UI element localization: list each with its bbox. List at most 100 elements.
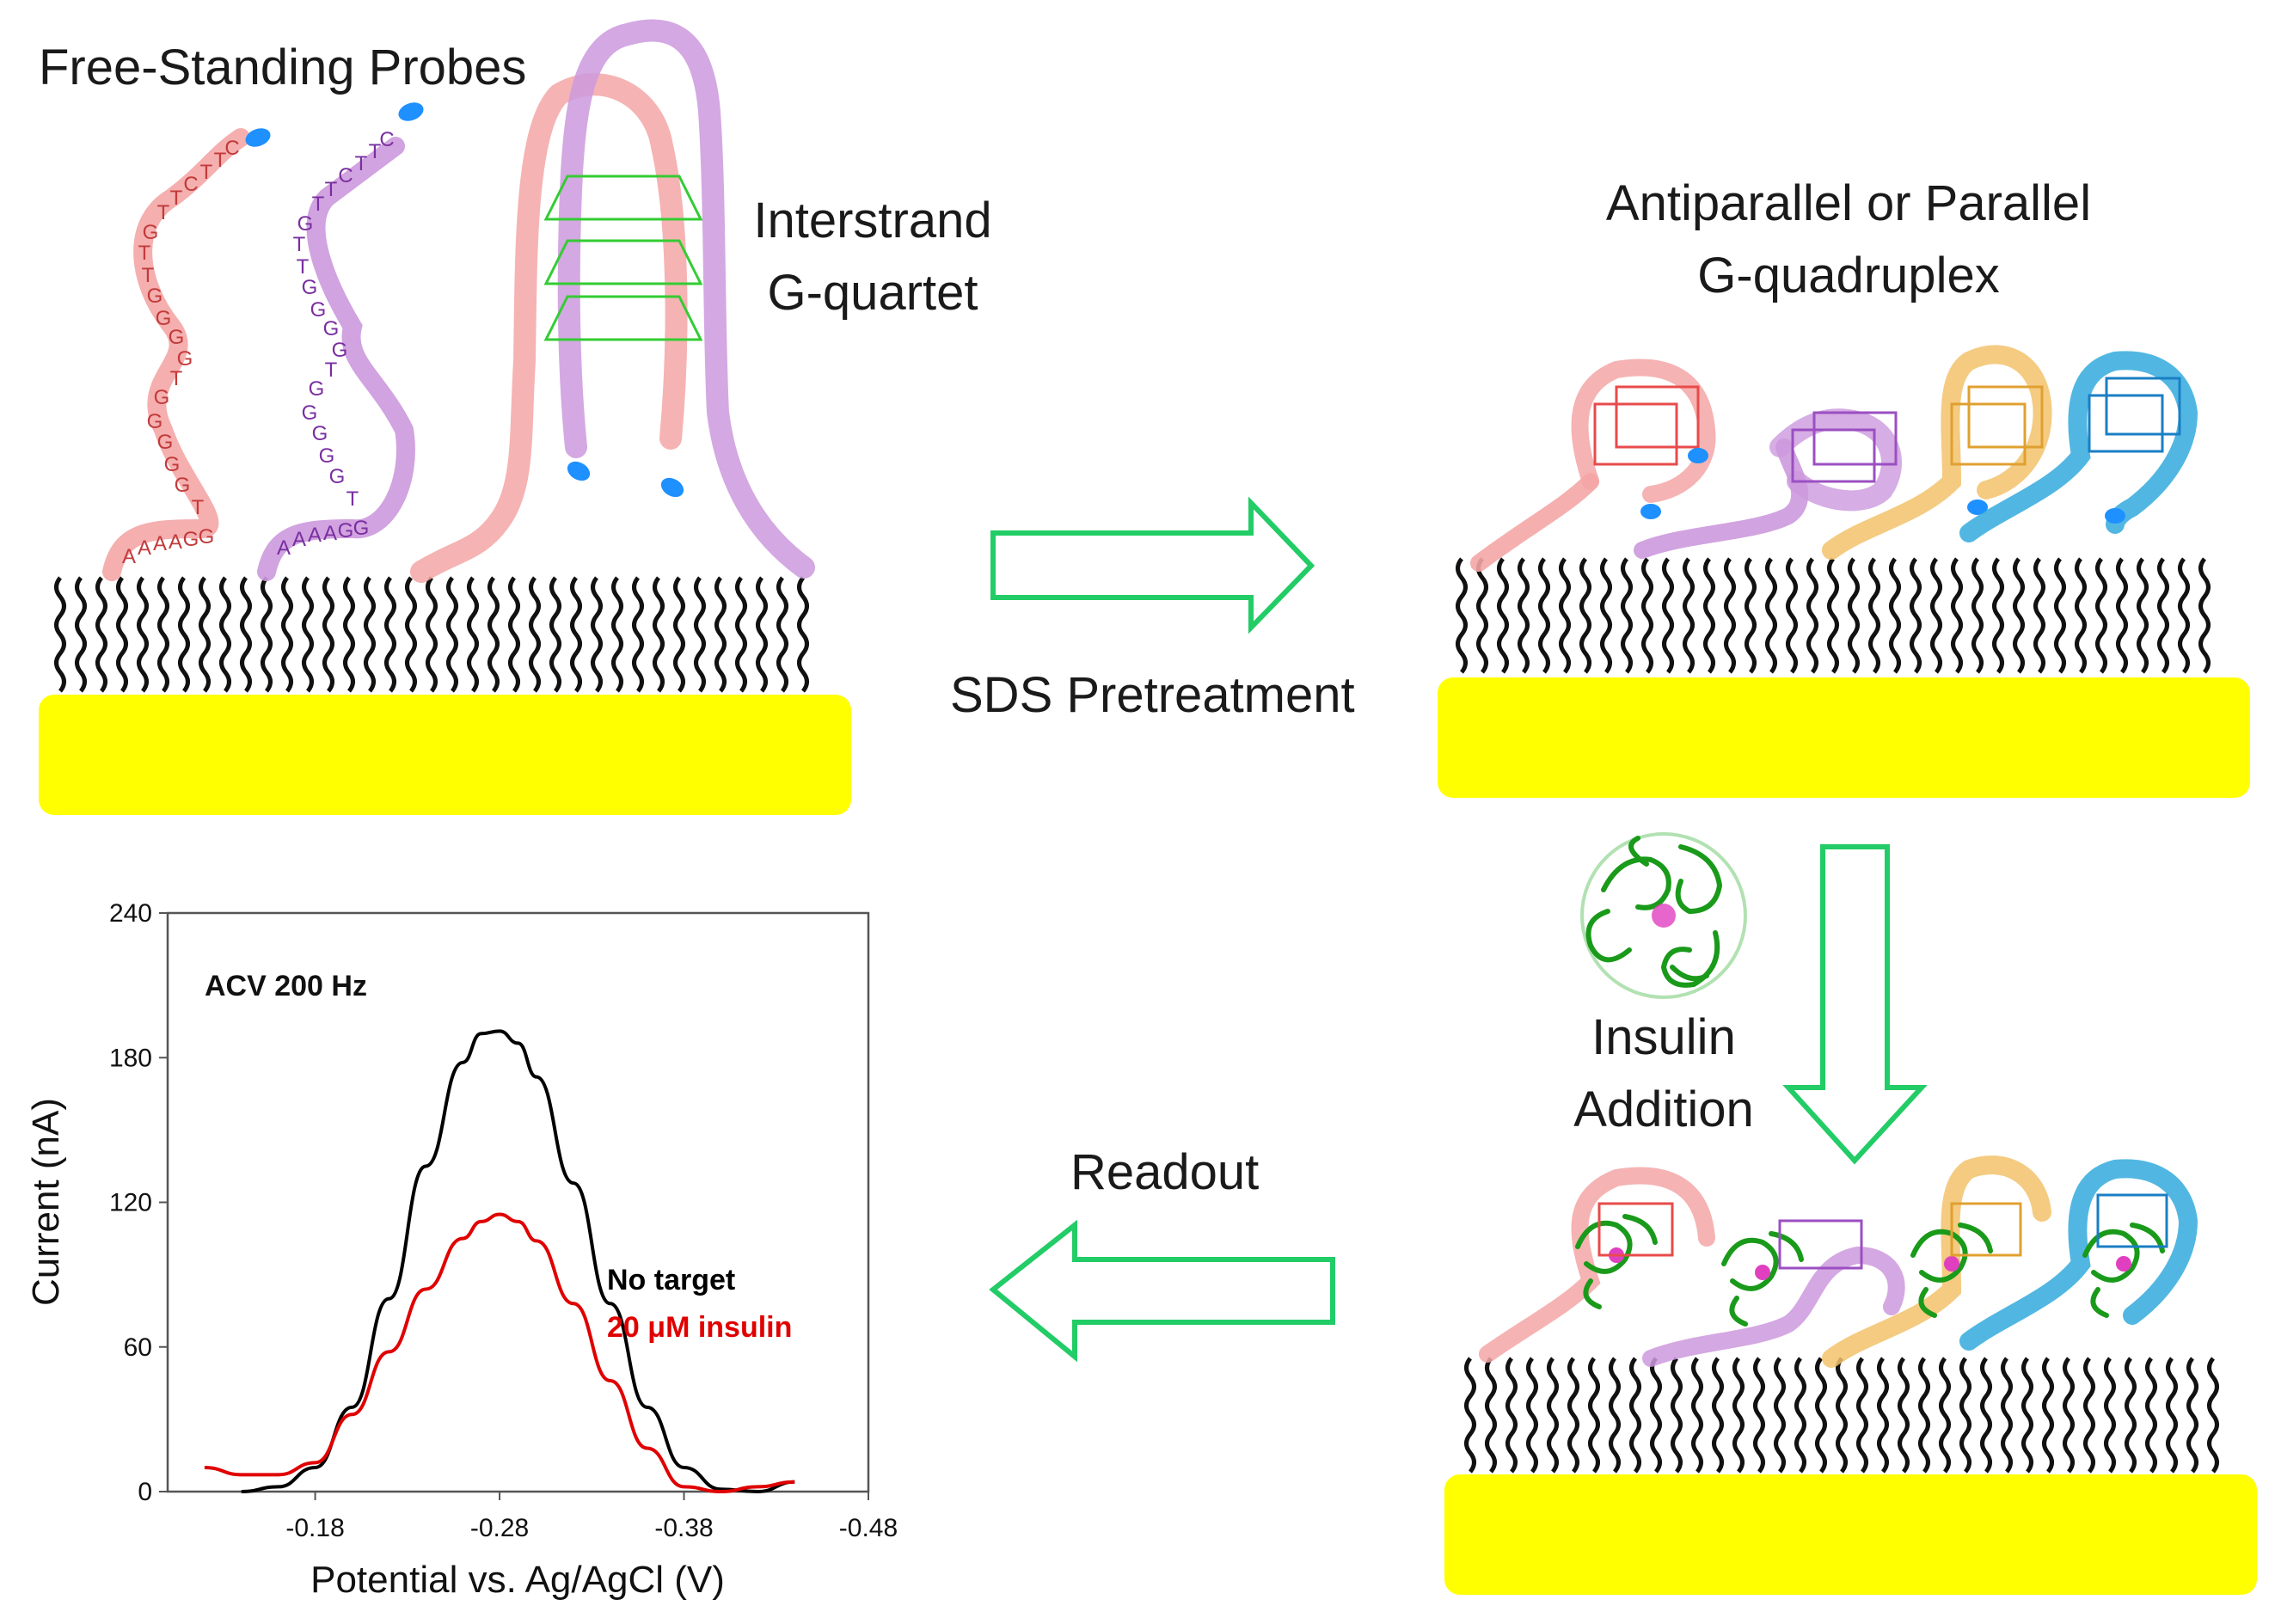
alkanethiol-chain	[1850, 559, 1858, 672]
y-tick-label: 60	[124, 1333, 152, 1362]
quadruplex-label: Antiparallel or Parallel G-quadruplex	[1548, 168, 2149, 312]
sequence-base: G	[157, 431, 174, 454]
alkanethiol-chain	[2148, 1358, 2155, 1472]
sequence-base: T	[200, 161, 213, 184]
sequence-base: G	[147, 285, 163, 308]
insulin-addition-label: Insulin Addition	[1548, 1002, 1780, 1146]
purple-quadruplex-strand	[1642, 1246, 1905, 1367]
alkanethiol-chain	[1591, 1358, 1598, 1472]
purple-quadruplex-cube	[1791, 411, 1898, 483]
alkanethiol-chain	[2065, 1358, 2073, 1472]
pink-quadruplex-strand	[1479, 1167, 1715, 1363]
alkanethiol-chain	[1818, 1358, 1825, 1472]
chart-title: ACV 200 Hz	[205, 970, 367, 1002]
sequence-base: G	[164, 453, 181, 476]
alkanethiol-chain	[1570, 1358, 1578, 1472]
pink-hairpin-strand	[410, 73, 688, 583]
alkanethiol-chain	[263, 578, 271, 691]
x-tick-label: -0.38	[654, 1514, 713, 1542]
alkanethiol-chain	[1653, 1358, 1660, 1472]
insulin-addition-arrow	[1782, 844, 1928, 1165]
alkanethiol-chain	[655, 578, 663, 691]
sequence-base: T	[312, 193, 325, 216]
sequence-base: A	[323, 522, 337, 545]
alkanethiol-chain	[1644, 559, 1652, 672]
sequence-base: G	[147, 410, 163, 433]
alkanethiol-chain	[1797, 1358, 1805, 1472]
methylene-blue-tag	[398, 102, 424, 121]
sequence-base: T	[192, 496, 205, 519]
alkanethiol-chain	[1912, 559, 1920, 672]
blue-quadruplex-strand	[1959, 351, 2198, 542]
alkanethiol-chain	[1582, 559, 1590, 672]
alkanethiol-chain	[1892, 559, 1899, 672]
alkanethiol-chain	[284, 578, 291, 691]
electrode-panel-bottom-right	[1444, 1155, 2257, 1595]
alkanethiol-chain	[2077, 559, 2085, 672]
self-assembled-monolayer	[1458, 559, 2209, 672]
alkanethiol-chain	[1974, 559, 1982, 672]
alkanethiol-chain	[98, 578, 106, 691]
sequence-base: G	[310, 298, 327, 322]
alkanethiol-chain	[2098, 559, 2106, 672]
alkanethiol-chain	[1479, 559, 1487, 672]
sequence-base: G	[183, 528, 199, 551]
x-axis-label: Potential vs. Ag/AgCl (V)	[310, 1559, 725, 1601]
alkanethiol-chain	[1900, 1358, 1908, 1472]
alkanethiol-chain	[1983, 1358, 1990, 1472]
interstrand-g-quartet-label: Interstrand G-quartet	[735, 185, 1010, 329]
sds-arrow	[990, 496, 1315, 634]
alkanethiol-chain	[1726, 559, 1734, 672]
purple-probe-strand	[257, 137, 415, 581]
alkanethiol-chain	[1529, 1358, 1536, 1472]
alkanethiol-chain	[1838, 1358, 1846, 1472]
alkanethiol-chain	[408, 578, 415, 691]
alkanethiol-chain	[531, 578, 539, 691]
sds-pretreatment-label: SDS Pretreatment	[950, 667, 1355, 723]
gold-electrode	[1438, 677, 2250, 798]
sequence-base: A	[169, 530, 182, 554]
alkanethiol-chain	[1561, 559, 1569, 672]
interstrand-label-line1: Interstrand	[753, 193, 992, 248]
sequence-base: T	[157, 201, 170, 224]
alkanethiol-chain	[1541, 559, 1548, 672]
alkanethiol-chain	[139, 578, 147, 691]
alkanethiol-chain	[1706, 559, 1714, 672]
x-tick-label: -0.48	[839, 1514, 898, 1542]
readout-arrow	[989, 1219, 1335, 1363]
alkanethiol-chain	[1995, 559, 2002, 672]
sequence-base: T	[138, 242, 151, 265]
blue-quadruplex-strand	[1959, 1159, 2198, 1351]
alkanethiol-chain	[1673, 1358, 1681, 1472]
sequence-base: G	[338, 519, 354, 542]
sequence-base: A	[122, 545, 136, 568]
orange-quadruplex-strand	[1822, 345, 2052, 560]
sequence-base: G	[143, 221, 159, 244]
alkanethiol-chain	[2160, 559, 2168, 672]
chart-series	[204, 1029, 795, 1494]
sequence-base: T	[214, 149, 227, 172]
alkanethiol-chain	[1549, 1358, 1557, 1472]
gold-electrode	[39, 695, 851, 815]
alkanethiol-chain	[1809, 559, 1817, 672]
sequence-base: A	[138, 536, 151, 560]
sequence-base: T	[293, 233, 306, 256]
alkanethiol-chain	[2210, 1358, 2217, 1472]
orange-quadruplex-cube	[1950, 385, 2044, 466]
alkanethiol-chain	[696, 578, 704, 691]
alkanethiol-chain	[2201, 559, 2209, 672]
alkanethiol-chain	[469, 578, 477, 691]
x-tick-label: -0.28	[470, 1514, 529, 1542]
sequence-base: G	[319, 444, 335, 468]
sequence-base: A	[308, 524, 322, 547]
pink-quadruplex-loop	[1571, 359, 1716, 503]
alkanethiol-chain	[57, 578, 64, 691]
sequence-base: T	[325, 178, 338, 201]
alkanethiol-chain	[490, 578, 498, 691]
sequence-base: G	[312, 422, 328, 445]
alkanethiol-chain	[1611, 1358, 1619, 1472]
alkanethiol-chain	[2168, 1358, 2176, 1472]
g-quartet-planes	[543, 175, 703, 341]
